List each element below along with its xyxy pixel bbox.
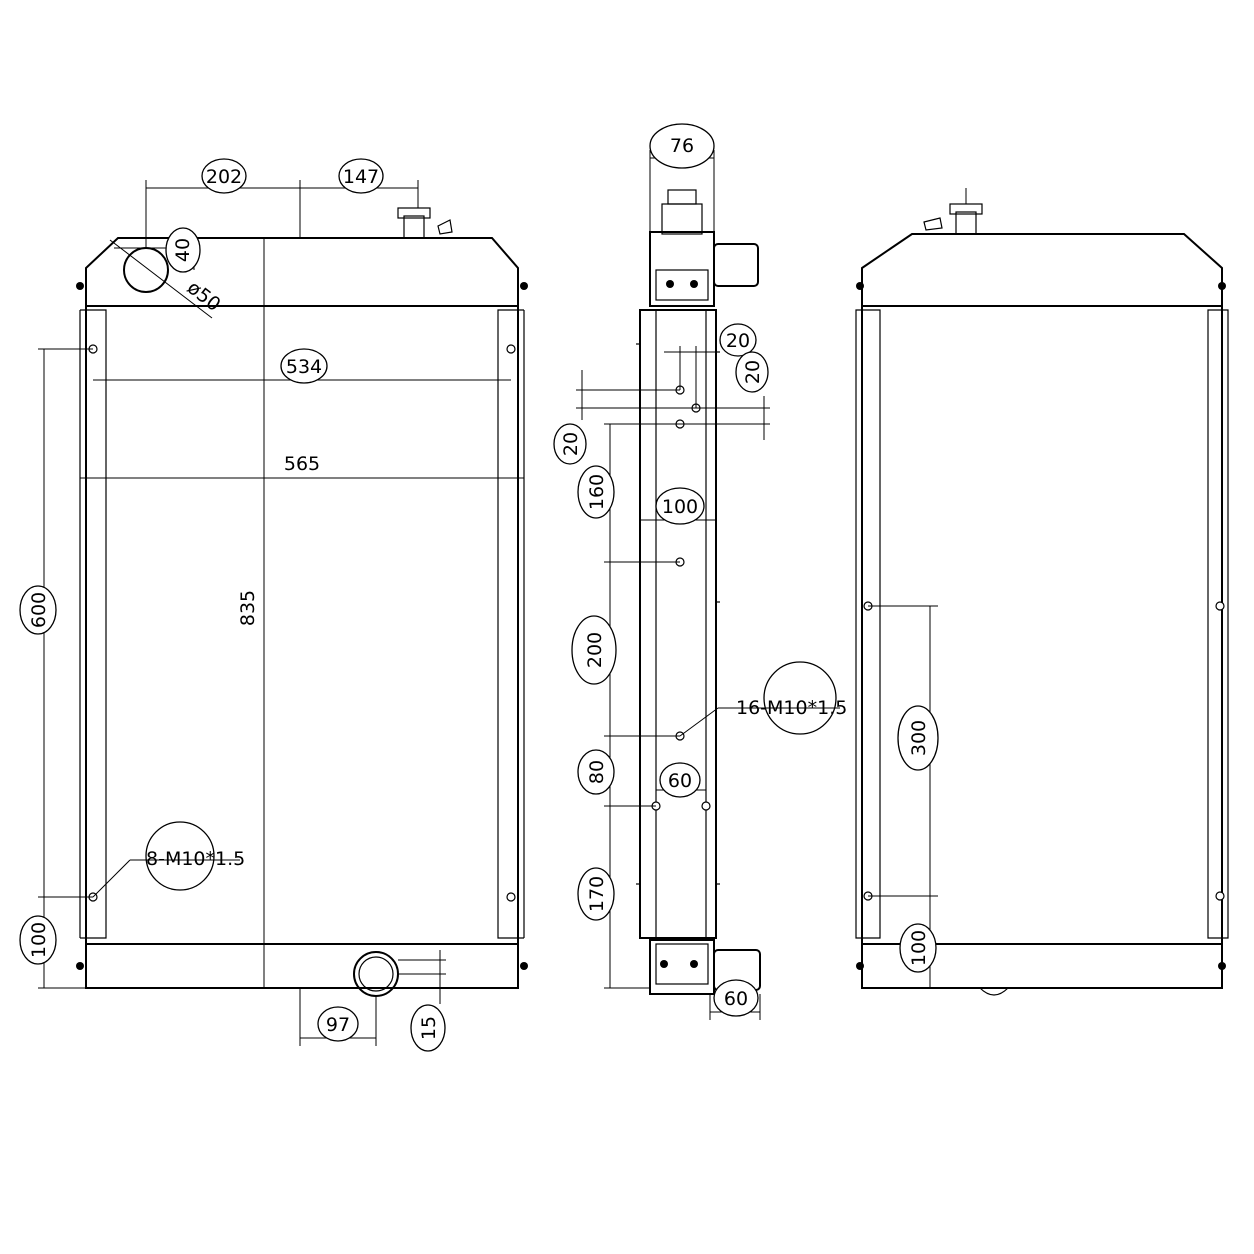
callout-16-m10-label: 16-M10*1.5 — [736, 697, 847, 719]
dim-balloon — [280, 348, 328, 384]
dim-202-label: 202 — [206, 166, 242, 188]
callout-leader — [679, 707, 719, 737]
side-bottom-tank — [649, 939, 715, 995]
dim-100-label: 100 — [28, 922, 50, 958]
dim-balloon — [165, 227, 201, 273]
dim-balloon — [338, 158, 384, 194]
dim-20-top-label: 20 — [726, 330, 750, 352]
side-top-bracket — [655, 269, 709, 301]
rear-mount-bolt — [856, 962, 864, 970]
dim-100-side-label: 100 — [662, 496, 698, 518]
rear-left-side-plate — [855, 309, 881, 939]
dim-20-left-label: 20 — [560, 432, 582, 456]
rear-m10-hole — [1215, 601, 1225, 611]
side-bottom-bracket — [655, 943, 709, 985]
side-bracket-bolt — [690, 960, 698, 968]
dim-160-label: 160 — [586, 474, 608, 510]
dim-leader — [109, 239, 213, 319]
front-right-side-plate — [497, 309, 524, 939]
side-bracket-bolt — [660, 960, 668, 968]
dim-147-label: 147 — [343, 166, 379, 188]
dim-100-rear-label: 100 — [908, 930, 930, 966]
front-mount-bolt — [76, 962, 84, 970]
dim-balloon — [719, 323, 757, 357]
dim-600-label: 600 — [28, 592, 50, 628]
dim-balloon — [577, 749, 615, 795]
dim-565-label: 565 — [284, 453, 320, 475]
front-filler-cap — [397, 207, 431, 219]
rear-filler-neck — [955, 211, 977, 235]
front-m10-hole — [506, 344, 516, 354]
front-view: 202 147 40 ø50 534 565 835 600 100 — [19, 158, 528, 1052]
dim-balloon — [571, 615, 617, 685]
rear-mount-bolt — [856, 282, 864, 290]
rear-core — [861, 305, 1223, 945]
dim-balloon — [735, 351, 769, 393]
side-inlet-pipe — [713, 243, 759, 287]
side-view: 76 20 20 20 160 200 80 170 — [553, 123, 847, 1020]
rear-view: 300 100 — [855, 188, 1229, 996]
dim-dia50-label: ø50 — [183, 277, 225, 316]
front-inlet-pipe — [123, 247, 169, 293]
front-mount-bolt — [520, 282, 528, 290]
front-bottom-tank — [85, 943, 519, 989]
rear-m10-hole — [1215, 891, 1225, 901]
callout-balloon — [145, 821, 215, 891]
side-m10-hole — [701, 801, 711, 811]
dim-60-bottom-label: 60 — [724, 988, 748, 1010]
rear-top-tank — [861, 233, 1223, 307]
dim-60-mid-label: 60 — [668, 770, 692, 792]
side-core — [639, 309, 717, 939]
front-mount-bolt — [76, 282, 84, 290]
rear-mount-bolt — [1218, 282, 1226, 290]
rear-drain-cock — [923, 217, 943, 231]
front-core — [85, 305, 519, 945]
side-filler-neck — [661, 203, 703, 235]
dim-20-right-label: 20 — [742, 360, 764, 384]
dim-balloon — [577, 465, 615, 519]
rear-outlet-stub — [979, 987, 1009, 996]
dim-balloon — [649, 123, 715, 169]
dim-balloon — [201, 158, 247, 194]
front-outlet-pipe-inner — [358, 956, 394, 992]
dim-76-label: 76 — [670, 135, 694, 157]
rear-mount-bolt — [1218, 962, 1226, 970]
dim-balloon — [899, 923, 937, 973]
dim-balloon — [553, 423, 587, 465]
callout-leader — [92, 859, 131, 898]
dim-40-label: 40 — [172, 238, 194, 262]
rear-right-side-plate — [1207, 309, 1229, 939]
callout-balloon — [763, 661, 837, 735]
dim-200-label: 200 — [584, 632, 606, 668]
callout-8-m10-label: 8-M10*1.5 — [146, 848, 245, 870]
front-outlet-pipe — [353, 951, 399, 997]
dim-balloon — [659, 762, 701, 798]
dim-97-label: 97 — [326, 1014, 350, 1036]
dim-balloon — [577, 867, 615, 921]
front-m10-hole — [506, 892, 516, 902]
dim-534-label: 534 — [286, 356, 322, 378]
dim-80-label: 80 — [586, 760, 608, 784]
dim-balloon — [713, 979, 759, 1017]
dim-balloon — [410, 1004, 446, 1052]
front-drain-cock — [437, 219, 453, 235]
dim-balloon — [19, 915, 57, 965]
side-bracket-bolt — [666, 280, 674, 288]
side-top-tank — [649, 231, 715, 307]
dim-balloon — [655, 487, 705, 525]
dim-balloon — [897, 705, 939, 771]
dim-balloon — [19, 585, 57, 635]
dim-835-label: 835 — [237, 590, 259, 626]
dim-15-label: 15 — [418, 1016, 440, 1040]
dim-300-label: 300 — [908, 720, 930, 756]
front-mount-bolt — [520, 962, 528, 970]
front-filler-neck — [403, 215, 425, 239]
side-bracket-bolt — [690, 280, 698, 288]
side-filler-cap — [667, 189, 697, 205]
dim-170-label: 170 — [586, 876, 608, 912]
front-left-side-plate — [80, 309, 107, 939]
dim-balloon — [317, 1006, 359, 1042]
